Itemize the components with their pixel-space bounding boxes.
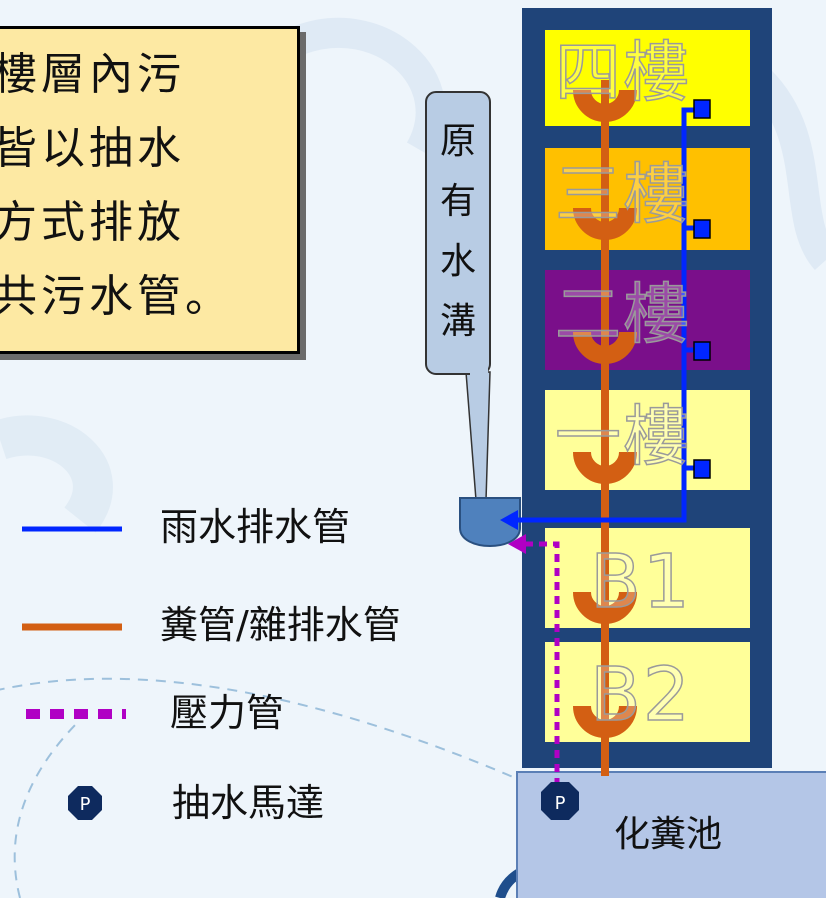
floor-label-b1: B1 [589,539,692,625]
sewage-fixtures [573,89,637,738]
fixture-2f [573,331,637,364]
fixture-1f [573,451,637,484]
legend-pump-letter: P [80,794,91,815]
callout-line-4: 共污水管。 [0,271,233,322]
floor-1f-panel [545,390,750,490]
rain-pipe-arrow [500,510,518,530]
floor-label-4f: 四樓 [554,34,691,111]
fixture-4f [573,89,637,122]
roof-drains [693,99,711,479]
callout-line-3: 方式排放 [0,197,185,248]
pressure-pipe-arrow [508,534,526,554]
floor-4f-panel [545,30,750,126]
septic-tank-label: 化糞池 [614,814,723,855]
floor-label-b2: B2 [589,652,692,738]
fixture-b1 [573,591,637,624]
floor-2f-panel [545,270,750,370]
floor-label-2f: 二樓 [554,276,691,353]
floor-b2-panel [545,642,750,742]
legend-sewage-label: 糞管/雜排水管 [160,603,401,647]
callout-line-1: 樓層內污 [0,49,185,100]
legend-pump-icon: P [68,786,102,820]
floor-b1-panel [545,528,750,628]
legend-rain-label: 雨水排水管 [160,505,351,549]
ditch-callout-pointer [465,371,491,501]
ditch-label: 原有水溝 [439,121,476,342]
callout-note: 樓層內污 皆以抽水 方式排放 共污水管。 [0,26,300,354]
pressure-pipe [522,541,560,786]
floor-label-3f: 三樓 [554,156,691,233]
pump-letter: P [555,793,566,814]
building-frame [522,8,772,768]
legend-pump-label: 抽水馬達 [172,781,325,825]
septic-tank [516,771,826,898]
floor-label-1f: 一樓 [554,398,691,475]
fixture-b2 [573,705,637,738]
ditch-callout-bubble [425,91,491,375]
fixture-3f [573,207,637,240]
legend-pressure-label: 壓力管 [170,691,285,735]
ditch-icon [459,497,521,547]
pump-icon: P [541,782,579,820]
callout-line-2: 皆以抽水 [0,123,185,174]
floor-3f-panel [545,148,750,250]
